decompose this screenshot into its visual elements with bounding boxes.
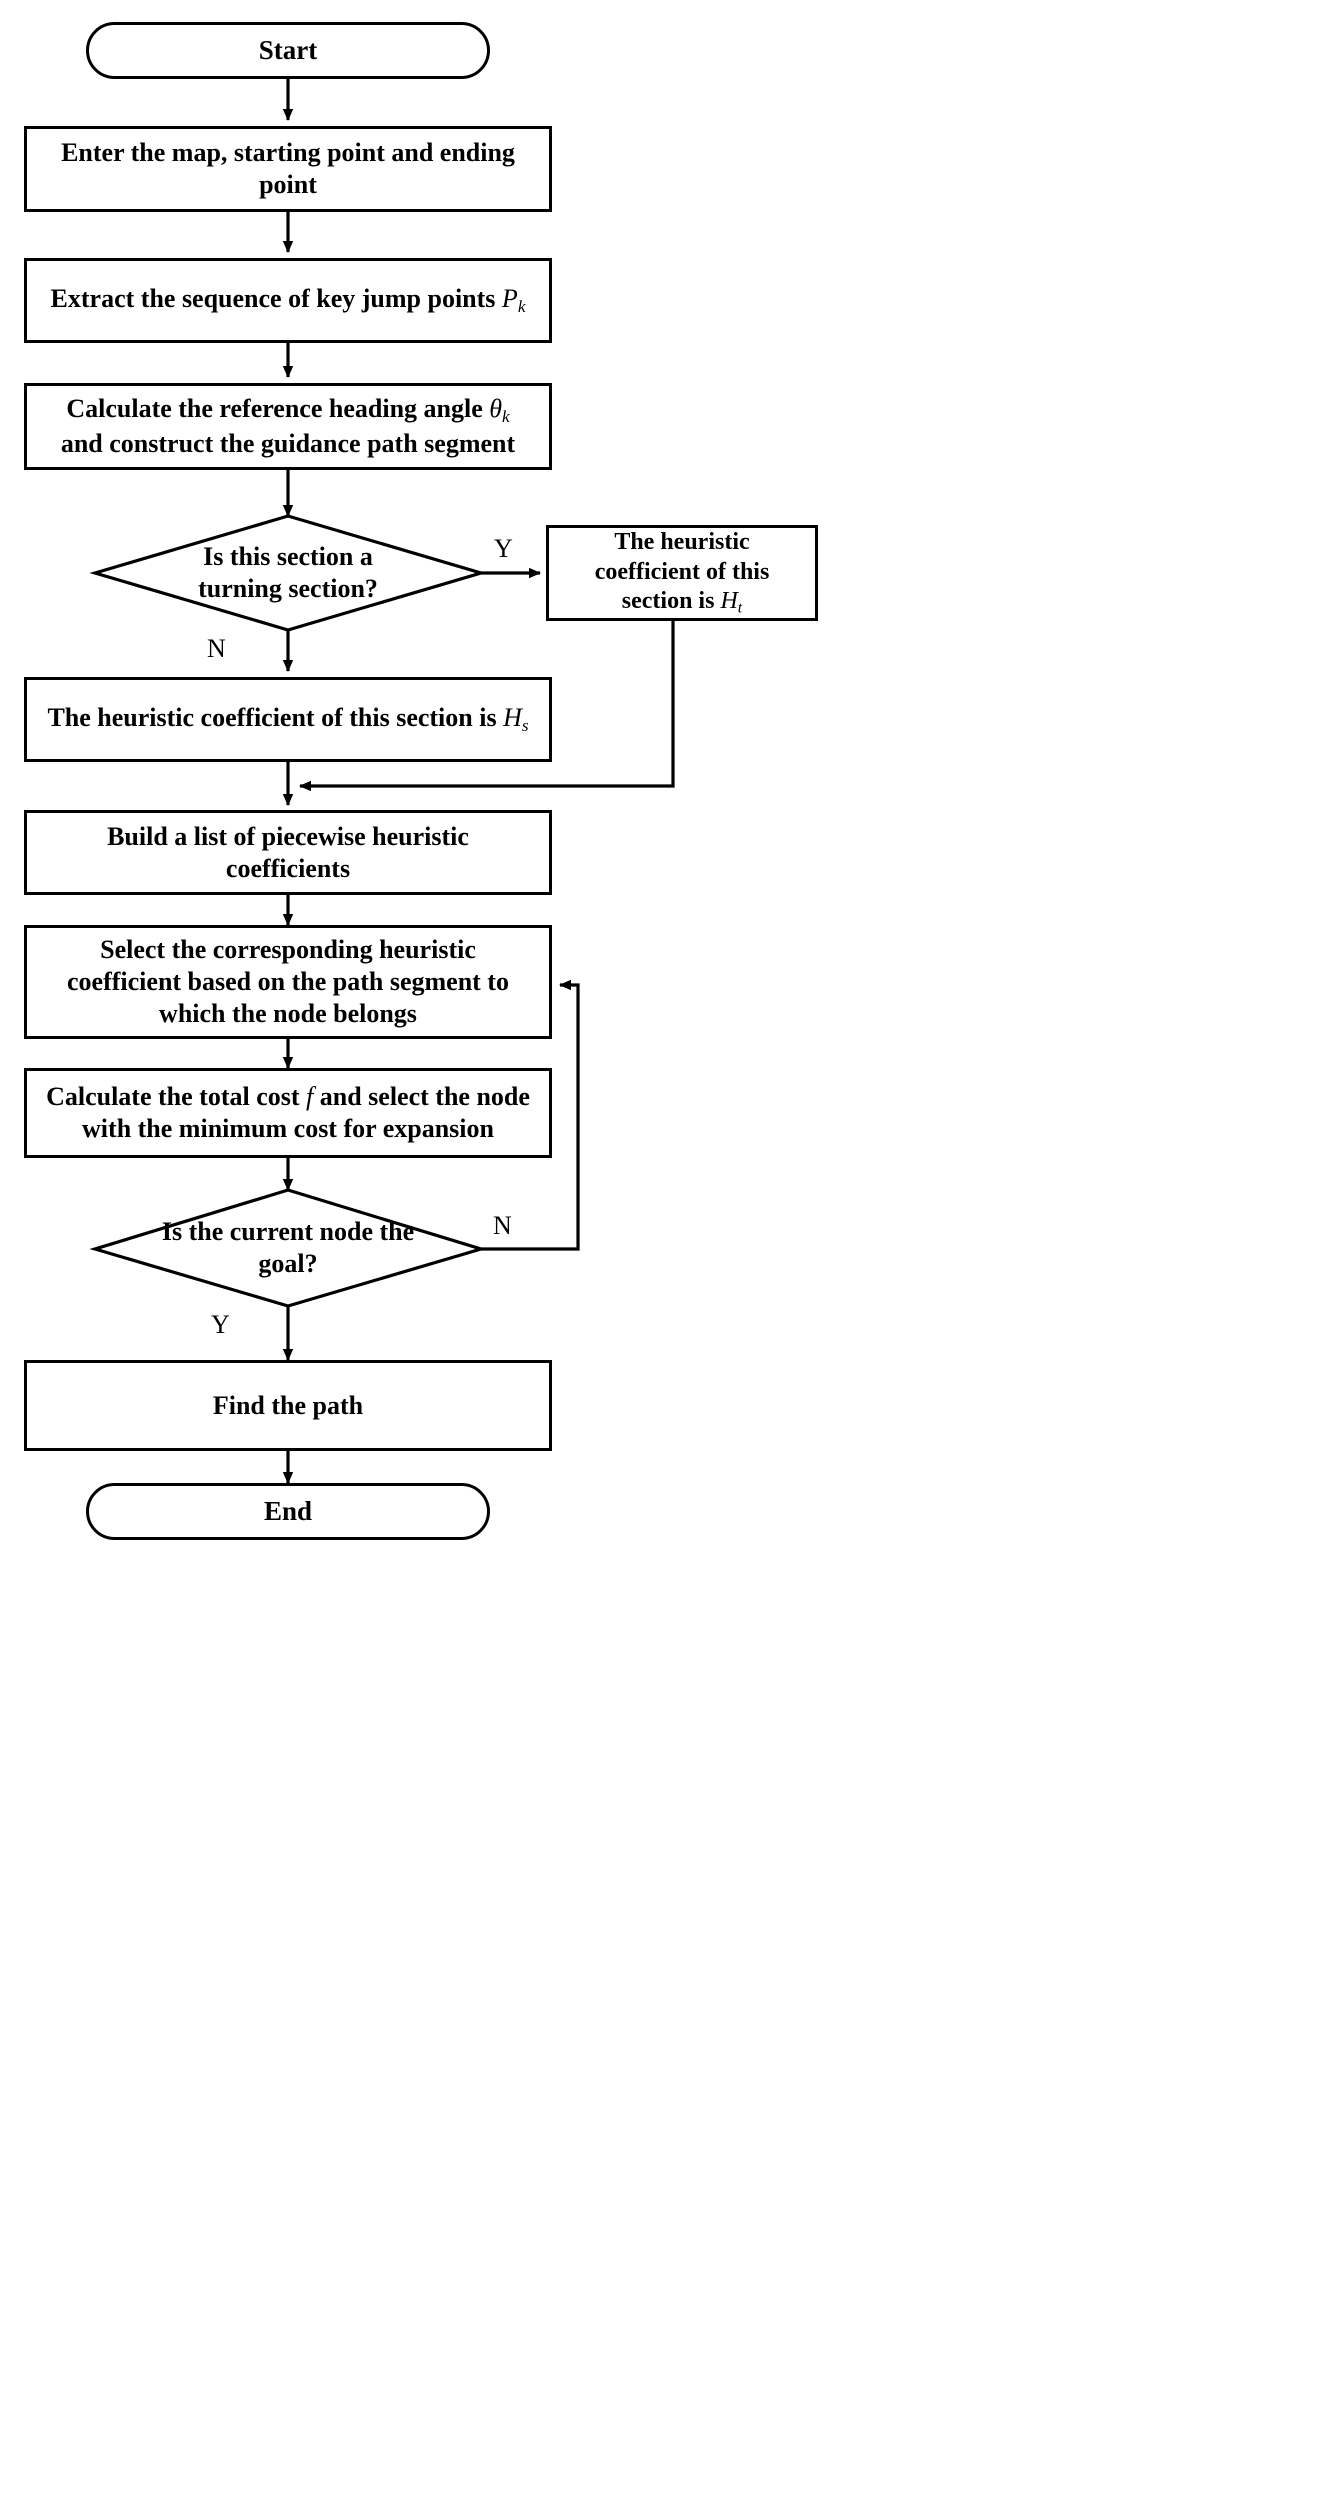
symbol-Hs: Hs [503, 703, 529, 735]
node-cost-text-post: and select the node with the minimum cos… [82, 1082, 530, 1143]
symbol-P-sub: k [517, 296, 526, 316]
node-calc-heading-text-post: and construct the guidance path segment [60, 429, 516, 458]
decision-is-goal-label: Is the current node the goal? [161, 1217, 415, 1278]
node-start[interactable]: Start [86, 22, 490, 79]
node-enter-map-label: Enter the map, starting point and ending… [61, 138, 515, 199]
node-heuristic-turning[interactable]: The heuristic coefficient of this sectio… [546, 525, 818, 621]
node-heuristic-straight-label: The heuristic coefficient of this sectio… [31, 702, 544, 737]
node-end[interactable]: End [86, 1483, 490, 1540]
node-calc-heading-angle-label: Calculate the reference heading angle θk… [27, 393, 549, 459]
node-cost-text-pre: Calculate the total cost [46, 1082, 307, 1112]
decision-is-turning-shape [89, 514, 487, 632]
decision-is-turning-label: Is this section a turning section? [198, 542, 378, 603]
node-build-coefficient-list-label: Build a list of piecewise heuristic coef… [107, 821, 469, 883]
symbol-Hs-base: H [503, 703, 522, 733]
symbol-theta-base: θ [489, 394, 503, 424]
node-extract-jump-points[interactable]: Extract the sequence of key jump points … [24, 258, 552, 343]
edge-label-turning-no: N [207, 634, 226, 663]
symbol-f: f [306, 1082, 314, 1112]
node-extract-jump-points-label: Extract the sequence of key jump points … [35, 283, 542, 318]
symbol-theta-sub: k [502, 407, 510, 427]
decision-is-goal[interactable]: Is the current node the goal? [95, 1190, 481, 1306]
node-find-path[interactable]: Find the path [24, 1360, 552, 1451]
edge-ht-to-merge [299, 621, 675, 792]
node-heuristic-turning-label: The heuristic coefficient of this sectio… [549, 528, 815, 617]
symbol-Ht-base: H [720, 587, 738, 614]
node-calc-total-cost[interactable]: Calculate the total cost f and select th… [24, 1068, 552, 1158]
node-calc-heading-angle[interactable]: Calculate the reference heading angle θk… [24, 383, 552, 470]
node-extract-text-pre: Extract the sequence of key jump points [50, 284, 502, 314]
node-select-coefficient-label: Select the corresponding heuristic coeff… [67, 935, 509, 1028]
symbol-theta: θk [489, 394, 510, 427]
node-hs-text-pre: The heuristic coefficient of this sectio… [47, 703, 504, 733]
node-start-label: Start [258, 35, 318, 66]
symbol-P-base: P [501, 284, 518, 314]
node-enter-map[interactable]: Enter the map, starting point and ending… [24, 126, 552, 212]
decision-is-goal-shape [89, 1188, 487, 1308]
symbol-Ht-sub: t [737, 599, 743, 617]
node-find-path-label: Find the path [212, 1390, 364, 1420]
decision-is-turning[interactable]: Is this section a turning section? [95, 516, 481, 630]
edge-label-goal-no: N [493, 1211, 512, 1240]
node-end-label: End [263, 1496, 313, 1527]
node-calc-total-cost-label: Calculate the total cost f and select th… [27, 1081, 549, 1144]
symbol-Hs-sub: s [521, 715, 529, 735]
edge-label-goal-yes: Y [211, 1310, 230, 1339]
node-ht-text-pre: The heuristic coefficient of this sectio… [594, 529, 770, 614]
node-select-coefficient[interactable]: Select the corresponding heuristic coeff… [24, 925, 552, 1039]
symbol-P: Pk [501, 284, 526, 316]
edge-label-turning-yes: Y [494, 534, 513, 563]
node-heuristic-straight[interactable]: The heuristic coefficient of this sectio… [24, 677, 552, 762]
node-calc-heading-text-pre: Calculate the reference heading angle [66, 394, 490, 424]
symbol-Ht: Ht [720, 587, 743, 617]
edge-is-goal-no-loopback [481, 979, 580, 1251]
node-build-coefficient-list[interactable]: Build a list of piecewise heuristic coef… [24, 810, 552, 895]
